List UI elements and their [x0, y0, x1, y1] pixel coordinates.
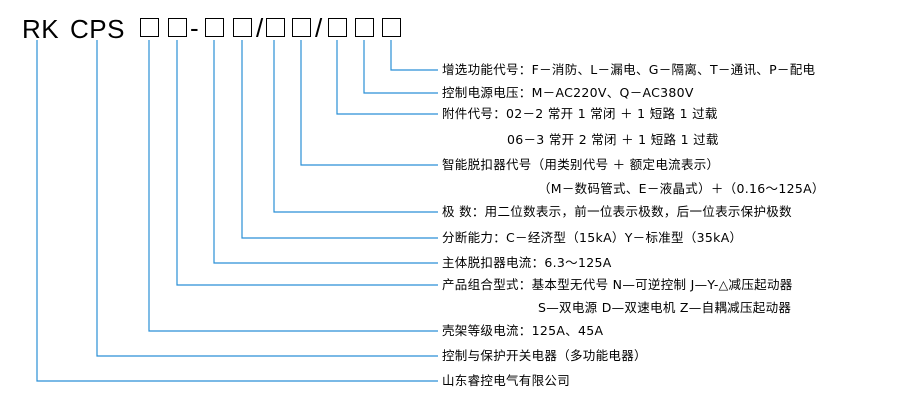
- label-frame-current: 壳架等级电流：125A、45A: [442, 323, 604, 338]
- label-accessory-function: 增选功能代号：F－消防、L－漏电、G－隔离、T－通讯、P－配电: [442, 62, 816, 77]
- code-box-attachment: [328, 18, 347, 37]
- label-control-voltage: 控制电源电压：M－AC220V、Q－AC380V: [442, 85, 694, 100]
- code-prefix-rk: RK: [22, 14, 60, 44]
- label-attachment-code-1: 附件代号：02－2 常开 1 常闭 ＋ 1 短路 1 过载: [442, 106, 718, 121]
- code-separator-dash: -: [190, 13, 199, 43]
- code-box-trip-unit: [292, 18, 311, 37]
- label-breaking-capacity: 分断能力：C－经济型（15kA）Y－标准型（35kA）: [442, 230, 743, 245]
- code-box-poles: [266, 18, 285, 37]
- leader-combination: [176, 40, 438, 286]
- code-box-frame-current: [140, 18, 159, 37]
- leader-frame-current: [148, 40, 438, 332]
- label-combination-1: 产品组合型式：基本型无代号 N—可逆控制 J—Y-△减压起动器: [442, 277, 793, 292]
- code-box-combination: [168, 18, 187, 37]
- label-main-trip-current: 主体脱扣器电流：6.3～125A: [442, 255, 612, 270]
- label-manufacturer: 山东睿控电气有限公司: [442, 373, 571, 388]
- label-attachment-code-2: 06－3 常开 2 常闭 ＋ 1 短路 1 过载: [507, 132, 719, 147]
- leader-manufacturer: [36, 40, 438, 382]
- label-poles: 极 数：用二位数表示，前一位表示极数，后一位表示保护极数: [442, 204, 792, 219]
- leader-trip-unit: [300, 40, 438, 166]
- leader-product-name: [96, 40, 438, 357]
- code-separator-slash-2: /: [315, 13, 323, 43]
- label-combination-2: S—双电源 D—双速电机 Z—自耦减压起动器: [538, 300, 792, 315]
- leader-poles: [273, 40, 438, 213]
- leader-breaking-capacity: [241, 40, 438, 239]
- code-prefix-cps: CPS: [70, 14, 125, 44]
- label-trip-unit-code-2: （M－数码管式、E－液晶式）＋（0.16～125A）: [538, 181, 825, 196]
- leader-accessory-function: [390, 40, 438, 71]
- label-product-name: 控制与保护开关电器（多功能电器）: [442, 348, 647, 363]
- code-box-control-voltage: [355, 18, 374, 37]
- label-trip-unit-code-1: 智能脱扣器代号（用类别代号 ＋ 额定电流表示）: [442, 157, 720, 172]
- code-box-breaking-capacity: [233, 18, 252, 37]
- code-box-accessory-function: [382, 18, 401, 37]
- leader-main-trip-current: [213, 40, 438, 264]
- leader-attachment-code: [336, 40, 438, 115]
- leader-control-voltage: [363, 40, 438, 94]
- code-box-main-trip-current: [205, 18, 224, 37]
- code-separator-slash-1: /: [256, 13, 264, 43]
